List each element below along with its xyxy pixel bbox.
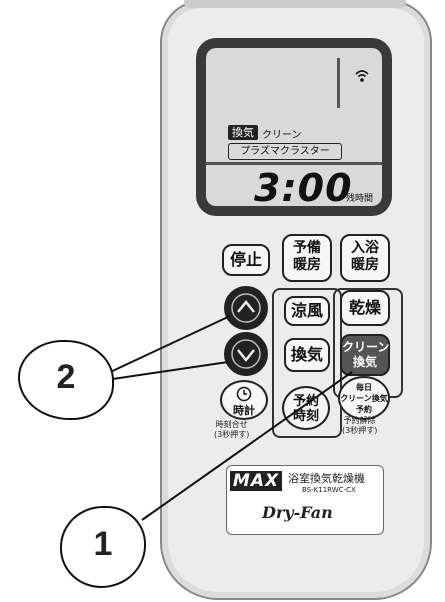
wifi-icon — [354, 68, 370, 82]
clean-vent-button[interactable]: クリーン 換気 — [340, 334, 390, 376]
clock-label: 時計 — [233, 404, 255, 417]
preheat-button[interactable]: 予備 暖房 — [282, 234, 332, 282]
up-button[interactable] — [224, 286, 268, 330]
bath-heat-button[interactable]: 入浴 暖房 — [340, 234, 390, 282]
callout-cloud-2 — [18, 340, 114, 420]
callout-cloud-1 — [60, 506, 146, 588]
chevron-up-icon — [231, 293, 261, 323]
mode-sub-label: クリーン — [262, 130, 302, 141]
vent-button[interactable]: 換気 — [284, 338, 330, 372]
chevron-down-icon — [231, 339, 261, 369]
clock-set-label: 時刻合せ (3秒押す) — [214, 420, 250, 439]
clock-button[interactable]: 時計 — [220, 380, 268, 420]
brand-logo: MAX — [230, 471, 282, 491]
clock-icon — [236, 386, 252, 402]
dry-button[interactable]: 乾燥 — [340, 290, 390, 326]
lcd-divider-horizontal — [206, 162, 382, 165]
remaining-time: 3:00 — [254, 166, 353, 210]
plasma-cluster-indicator: プラズマクラスター — [228, 143, 342, 160]
product-name: 浴室換気乾燥機 — [288, 472, 365, 485]
stop-button[interactable]: 停止 — [222, 244, 270, 276]
cancel-label: 予約解除 (3秒押す) — [342, 416, 378, 435]
callout-number-2: 2 — [56, 358, 76, 396]
daily-clean-vent-button[interactable]: 毎日 クリーン換気 予約 — [338, 376, 390, 420]
series-name: Dry-Fan — [262, 503, 333, 522]
lcd-divider-vertical — [337, 58, 340, 108]
remaining-time-label: 残時間 — [346, 194, 374, 204]
callout-number-1: 1 — [93, 525, 113, 563]
cool-button[interactable]: 涼風 — [284, 296, 330, 326]
down-button[interactable] — [224, 332, 268, 376]
timer-button[interactable]: 予約 時刻 — [282, 386, 330, 430]
model-number: BS-K11RWC-CX — [302, 486, 356, 494]
mode-badge: 換気 — [228, 125, 258, 140]
remote-top-edge — [184, 0, 406, 8]
